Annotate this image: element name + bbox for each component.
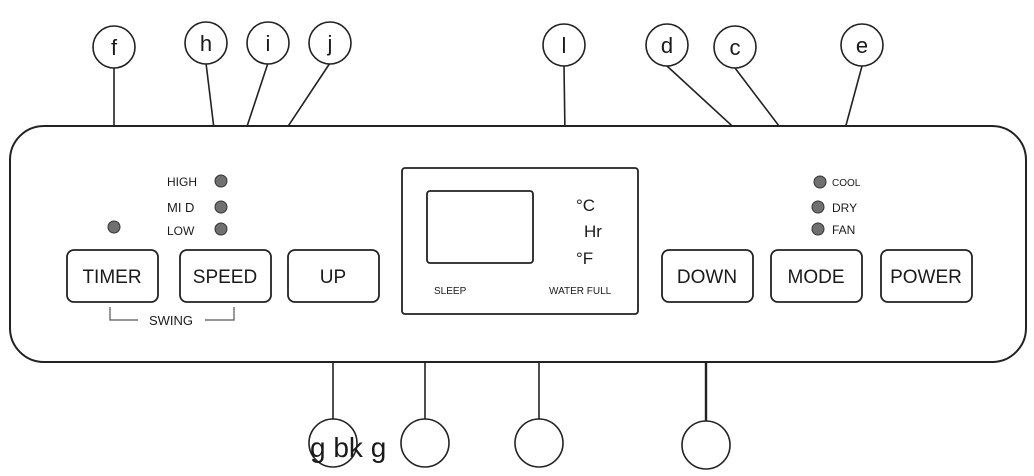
- callout-f: f: [92, 25, 136, 69]
- bottom-callouts: g bk g: [308, 418, 731, 470]
- mid-indicator: [214, 200, 228, 214]
- callout-down: [681, 420, 731, 470]
- celsius-label: °C: [576, 196, 595, 215]
- lcd-screen: [426, 190, 534, 264]
- down-button-label: DOWN: [677, 267, 737, 288]
- callout-e-label: e: [856, 33, 868, 58]
- callout-d-label: d: [661, 33, 673, 58]
- power-button-label: POWER: [890, 267, 962, 288]
- dry-label: DRY: [832, 201, 857, 215]
- mode-button-label: MODE: [788, 267, 845, 288]
- hr-label: Hr: [584, 222, 602, 241]
- callout-up: [308, 418, 358, 468]
- speed-button[interactable]: SPEED: [179, 249, 272, 303]
- cool-label: COOL: [832, 178, 861, 189]
- mid-label: MI D: [167, 200, 194, 215]
- fan-label: FAN: [832, 223, 855, 237]
- timer-indicator: [107, 220, 121, 234]
- low-indicator: [214, 222, 228, 236]
- callout-h: h: [184, 21, 228, 65]
- water-full-label: WATER FULL: [549, 286, 612, 297]
- callout-c: c: [713, 25, 757, 69]
- callout-d: d: [645, 23, 689, 67]
- swing-bracket: SWING: [109, 307, 235, 328]
- callout-i-label: i: [266, 31, 271, 56]
- callout-f-label: f: [111, 35, 118, 60]
- up-button-label: UP: [320, 267, 346, 288]
- display-box: °C Hr °F SLEEP WATER FULL: [401, 167, 639, 315]
- timer-button[interactable]: TIMER: [66, 249, 159, 303]
- callout-water-full: [514, 418, 564, 468]
- callout-e: e: [840, 23, 884, 67]
- sleep-label: SLEEP: [434, 286, 467, 297]
- callout-h-label: h: [200, 31, 212, 56]
- fan-indicator: [811, 222, 825, 236]
- callout-j: j: [308, 21, 352, 65]
- mode-button[interactable]: MODE: [770, 249, 863, 303]
- bottom-callout-text: g bk g: [310, 432, 386, 463]
- callout-i: i: [246, 21, 290, 65]
- timer-button-label: TIMER: [82, 267, 141, 288]
- high-label: HIGH: [167, 175, 197, 189]
- high-indicator: [214, 174, 228, 188]
- top-callouts: f h i j l d c e: [92, 21, 884, 69]
- callout-l-label: l: [562, 33, 567, 58]
- up-button[interactable]: UP: [287, 249, 380, 303]
- power-button[interactable]: POWER: [880, 249, 973, 303]
- fahrenheit-label: °F: [576, 249, 593, 268]
- callout-l: l: [542, 23, 586, 67]
- callout-sleep: [400, 418, 450, 468]
- callout-j-label: j: [327, 31, 333, 56]
- cool-indicator: [813, 175, 827, 189]
- speed-button-label: SPEED: [193, 267, 257, 288]
- callout-c-label: c: [730, 35, 741, 60]
- low-label: LOW: [167, 224, 195, 238]
- down-button[interactable]: DOWN: [661, 249, 754, 303]
- swing-label: SWING: [149, 313, 193, 328]
- dry-indicator: [811, 200, 825, 214]
